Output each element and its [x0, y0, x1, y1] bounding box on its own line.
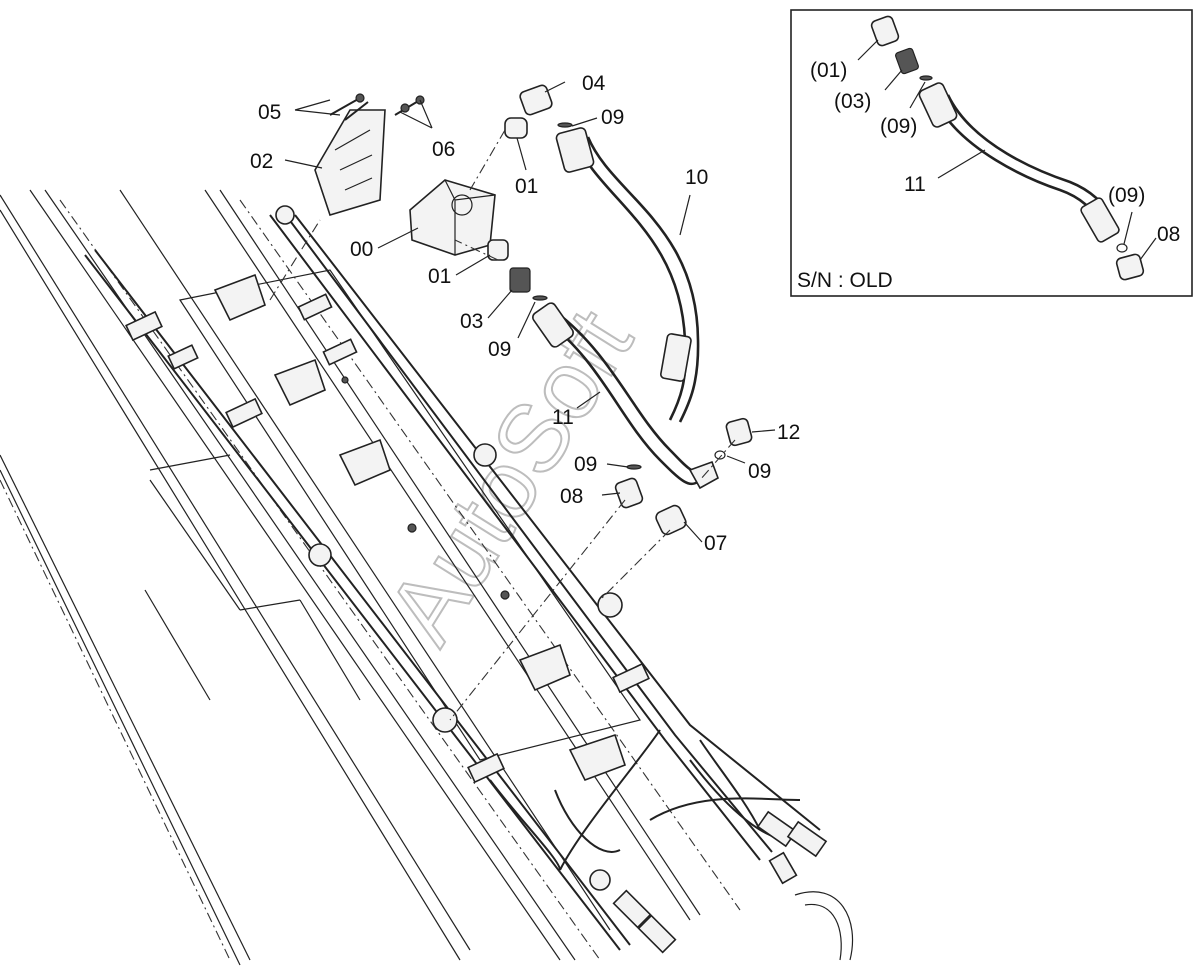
callout-10: 10 [685, 166, 708, 189]
elbow-part-12 [725, 417, 753, 447]
callout-03: 03 [460, 310, 483, 333]
callout-09d: 09 [748, 460, 771, 483]
callout-07: 07 [704, 532, 727, 555]
inset-callout-08: 08 [1157, 223, 1180, 246]
callout-02: 02 [250, 150, 273, 173]
callout-00: 00 [350, 238, 373, 261]
callout-12: 12 [777, 421, 800, 444]
fitting-part-08 [614, 477, 644, 509]
hose-part-11 [544, 318, 701, 486]
fitting-part-07 [655, 504, 687, 536]
valve-block-part-00 [409, 179, 496, 256]
callout-09a: 09 [601, 106, 624, 129]
bracket-part-02 [314, 109, 386, 216]
fitting-part-01a [504, 117, 528, 139]
inset-callout-03: (03) [834, 90, 871, 113]
inset-callout-09b: (09) [1108, 184, 1145, 207]
inset-callout-01: (01) [810, 59, 847, 82]
callout-labels: 05 06 02 04 09 01 10 00 01 03 09 11 12 0… [250, 72, 800, 555]
callout-08: 08 [560, 485, 583, 508]
inset-old-serial: (01) (03) (09) 11 (09) 08 S/N : OLD [790, 9, 1193, 297]
callout-01b: 01 [428, 265, 451, 288]
hose-part-10 [573, 139, 687, 421]
cap-part-04 [519, 84, 553, 116]
boom-structure [0, 189, 854, 966]
callout-09b: 09 [488, 338, 511, 361]
exploded-parts [269, 84, 753, 721]
callout-01a: 01 [515, 175, 538, 198]
callout-09c: 09 [574, 453, 597, 476]
callout-05: 05 [258, 101, 281, 124]
callout-04: 04 [582, 72, 606, 95]
inset-callout-09a: (09) [880, 115, 917, 138]
inset-title: S/N : OLD [797, 269, 893, 292]
adapter-part-03 [509, 267, 531, 293]
callout-11: 11 [552, 406, 574, 429]
callout-06: 06 [432, 138, 455, 161]
inset-callout-11: 11 [904, 173, 926, 196]
leader-lines [284, 81, 776, 543]
